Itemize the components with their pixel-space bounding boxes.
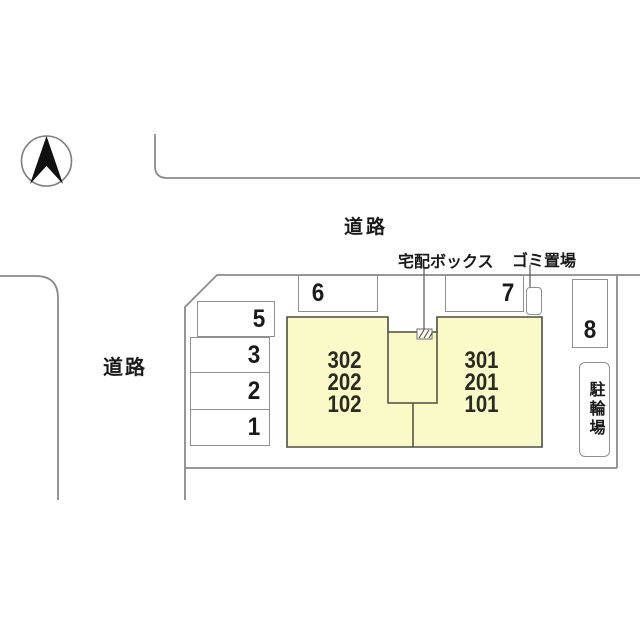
unit-number: 101	[464, 391, 499, 418]
building-left-wing-units: 302 202 102	[313, 347, 377, 418]
road-edge-left	[0, 275, 59, 500]
bicycle-parking-area: 駐輪場	[579, 362, 610, 457]
unit-number: 301	[464, 347, 499, 374]
parking-space-5-label: 5	[252, 304, 266, 333]
building-inner-walls	[387, 332, 438, 447]
parking-space-3-label: 3	[247, 340, 261, 369]
unit-number: 302	[327, 347, 362, 374]
garbage-box	[526, 287, 542, 315]
building-right-wing-units: 301 201 101	[450, 347, 514, 418]
parking-space-1: 1	[190, 409, 270, 446]
parking-space-6: 6	[298, 275, 378, 312]
parking-space-2-label: 2	[247, 376, 261, 405]
garbage-area-label: ゴミ置場	[512, 253, 577, 270]
building-footprint	[286, 316, 543, 448]
road-edge-top	[154, 134, 640, 179]
delivery-box	[416, 328, 433, 340]
unit-number: 102	[327, 391, 362, 418]
parking-space-7: 7	[445, 275, 524, 312]
road-label-left: 道路	[103, 357, 147, 379]
parking-space-1-label: 1	[247, 413, 261, 441]
parking-space-6-label: 6	[311, 279, 325, 307]
unit-number: 201	[464, 369, 499, 396]
parking-space-8-label: 8	[583, 316, 597, 344]
parking-space-8: 8	[572, 279, 608, 348]
parking-space-5: 5	[197, 301, 275, 337]
north-compass-icon	[20, 135, 73, 187]
unit-number: 202	[327, 369, 362, 396]
parking-space-3: 3	[190, 337, 270, 373]
parking-space-7-label: 7	[501, 279, 515, 307]
road-label-top: 道路	[344, 217, 389, 238]
delivery-box-label: 宅配ボックス	[398, 254, 494, 271]
parking-space-2: 2	[190, 372, 270, 410]
plot-boundary	[184, 274, 640, 500]
bicycle-parking-label: 駐輪場	[586, 381, 604, 438]
